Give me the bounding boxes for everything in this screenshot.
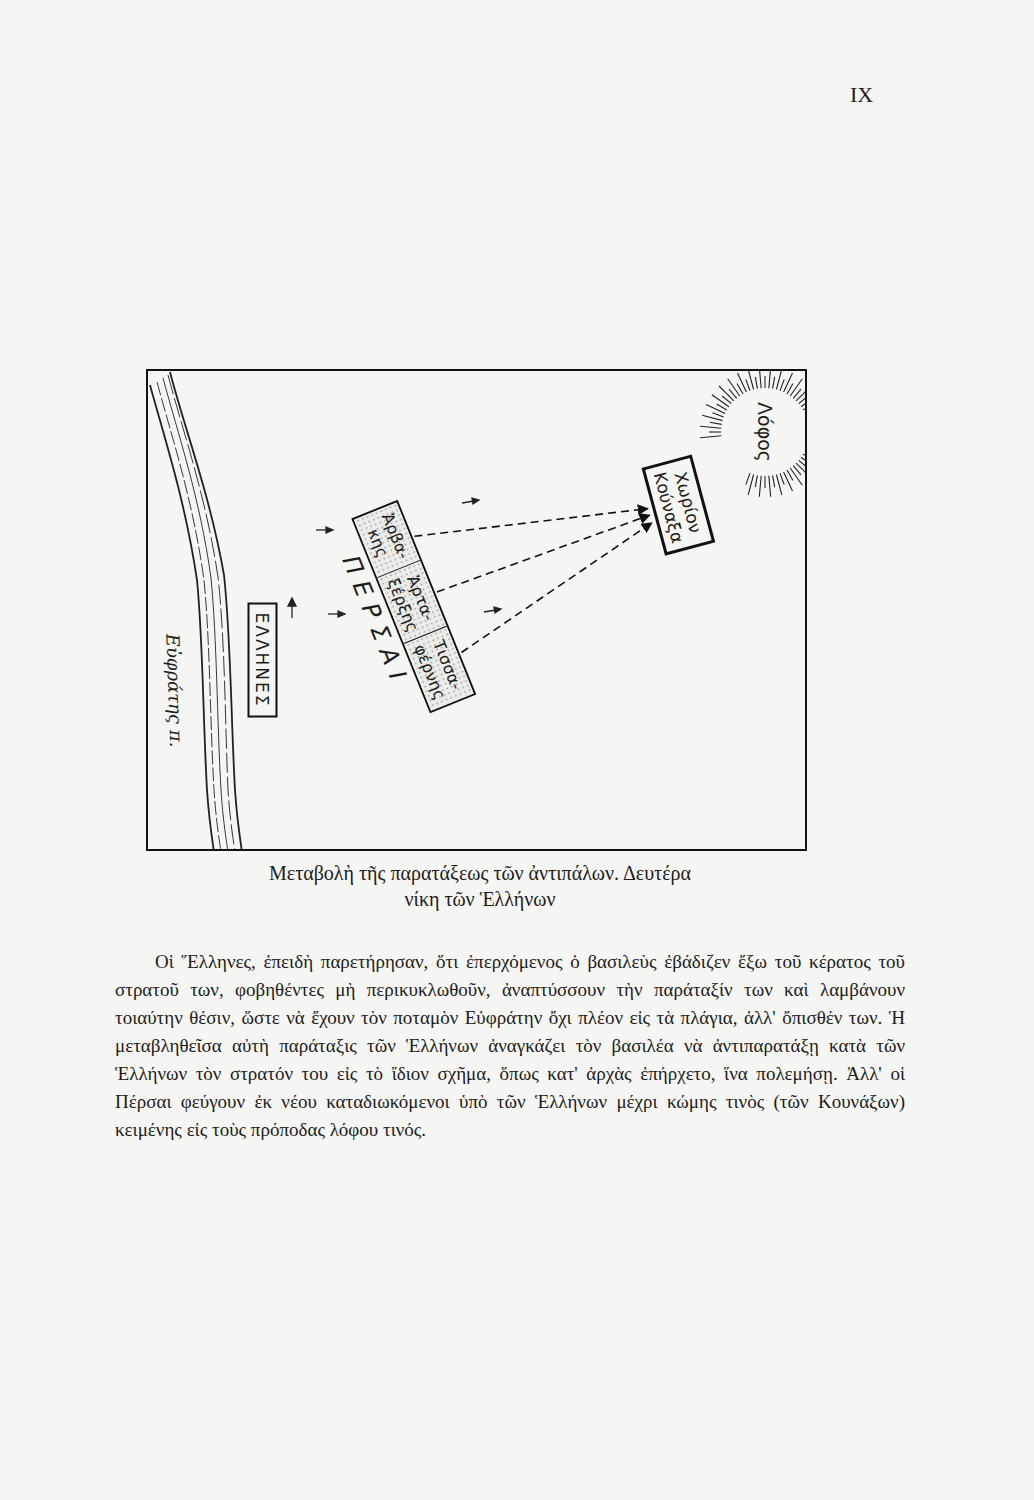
hill-ray (790, 468, 802, 485)
river-label: Εὐφράτης π. (162, 633, 187, 747)
arrow-head (472, 498, 479, 504)
hill-mark: Λόφος (752, 398, 778, 466)
node-text: Χωρίον Κούναξα (649, 465, 706, 546)
node-text: ΕΛΛΗΝΕΣ (252, 613, 272, 708)
hill-ray (712, 413, 723, 417)
page-number: IX (850, 82, 873, 108)
river-euphrates (150, 372, 242, 849)
hill-ray (719, 386, 734, 401)
arrow-head (494, 607, 501, 613)
hill-ray (737, 384, 743, 394)
arrow-head (288, 598, 296, 606)
node-text: Λόφος (754, 402, 776, 462)
hill-ray (787, 384, 793, 394)
hill-ray (784, 373, 793, 392)
hill-ray (780, 473, 784, 484)
hill-ray (712, 395, 729, 407)
hill-ray (702, 415, 722, 420)
hill-ray (700, 436, 721, 438)
river-bank (170, 372, 242, 849)
hill-ray (787, 470, 793, 480)
body-paragraph: Οἱ Ἕλληνες, ἐπειδὴ παρετήρησαν, ὅτι ἐπερ… (115, 948, 905, 1144)
figure-caption: Μεταβολὴ τῆς παρατάξεως τῶν ἀντιπάλων. Δ… (255, 860, 705, 912)
river-water (168, 375, 235, 849)
army-formation: Ἀρβα- κηςἈρτα- ξέρξηςΤισσα- φέρνηςΠΕΡΣΑΙ (323, 500, 476, 724)
hill-ray (748, 475, 753, 495)
river-water (157, 382, 221, 849)
hill-ray (769, 476, 771, 497)
hill-ray (776, 475, 781, 495)
dashed-arrow (437, 515, 650, 592)
hill-ray (706, 405, 725, 414)
dashed-arrow (461, 523, 651, 653)
hill-ray (746, 379, 750, 390)
arrow-head (326, 527, 333, 533)
hill-ray (801, 395, 805, 407)
hill-ray (710, 422, 722, 424)
hill-ray (717, 404, 727, 410)
hill-ray (755, 377, 757, 389)
hill-ray (769, 371, 771, 388)
army-box: ΕΛΛΗΝΕΣ (247, 603, 277, 718)
hill-ray (803, 404, 805, 410)
hill-ray (759, 476, 761, 497)
hill-ray (755, 475, 757, 487)
node-text: Τισσα- φέρνης (410, 634, 467, 702)
hill-ray (796, 386, 805, 401)
hill-ray (759, 371, 761, 388)
hill-rays (700, 371, 805, 497)
division-box: Τισσα- φέρνης (404, 626, 474, 711)
river-water (163, 378, 228, 849)
hill-ray (709, 431, 721, 432)
hill-ray (790, 379, 802, 396)
river-bank (150, 385, 214, 849)
map-frame (147, 370, 806, 850)
hill-ray (773, 377, 775, 389)
hill-ray (700, 426, 721, 428)
hill-ray (764, 376, 765, 388)
hill-ray (748, 371, 753, 390)
hill-ray (728, 379, 740, 396)
arrow-head (338, 611, 345, 617)
hill-ray (805, 405, 806, 414)
hill-ray (746, 473, 750, 484)
hill-ray (784, 472, 793, 491)
hill-ray (738, 373, 747, 392)
hill-ray (799, 396, 805, 404)
hill-ray (773, 475, 775, 487)
village-box: Χωρίον Κούναξα (641, 454, 715, 555)
dashed-arrow (414, 509, 647, 537)
hill-ray (780, 379, 784, 390)
hill-ray (764, 476, 765, 488)
